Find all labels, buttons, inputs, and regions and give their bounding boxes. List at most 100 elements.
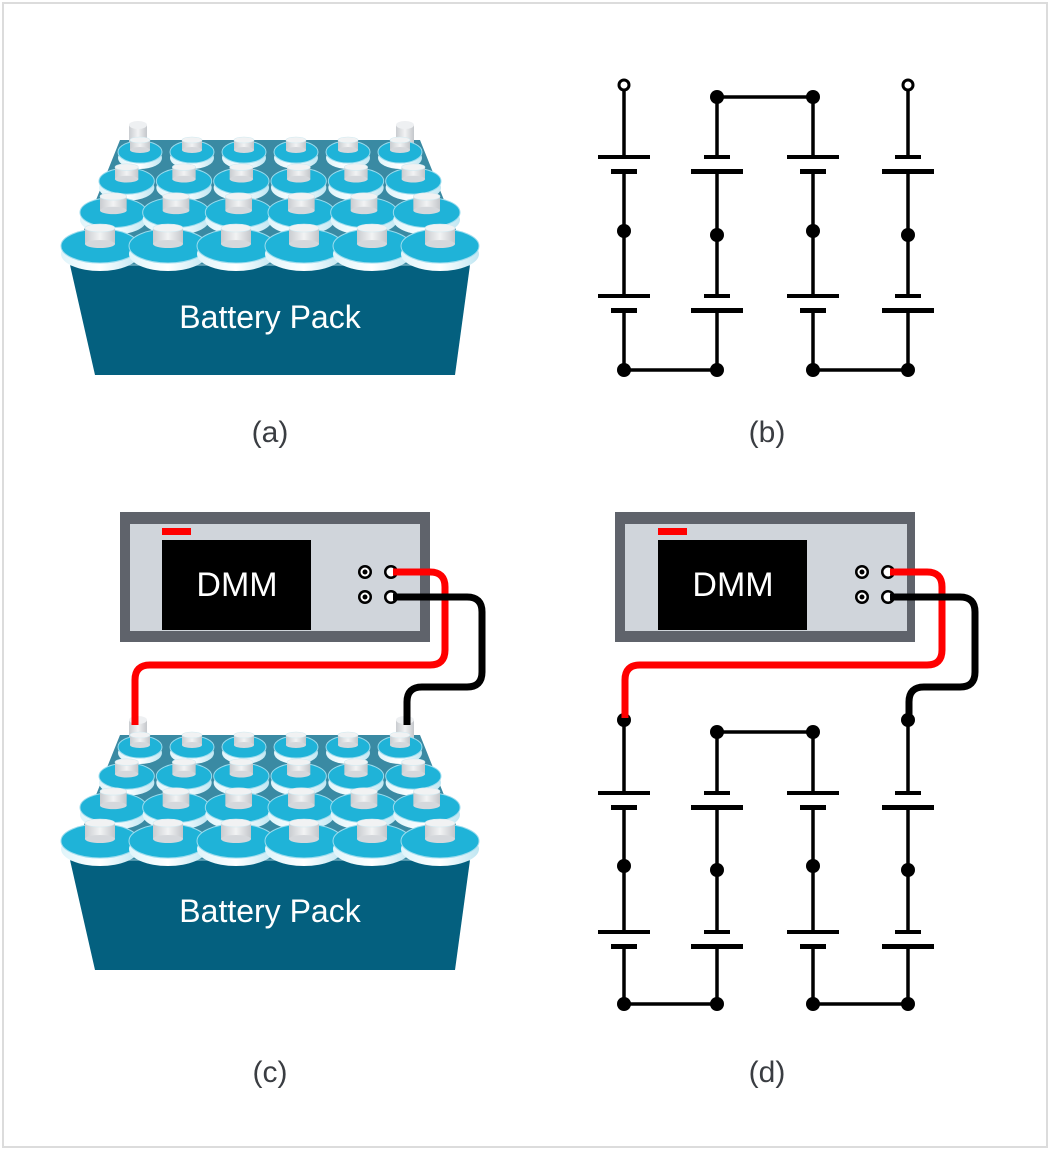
junction-dot: [710, 863, 724, 877]
negative-lead-black[interactable]: [393, 593, 486, 725]
cell-cap: [390, 735, 410, 745]
cell-cap-top: [413, 787, 441, 796]
cell-cap-top: [162, 787, 190, 796]
battery-cell: [128, 223, 208, 271]
cell-cap-bottom: [289, 240, 319, 248]
cell-cap-bottom: [286, 742, 306, 748]
cell-cap: [225, 791, 252, 806]
cell-plate: [787, 155, 839, 159]
dmm-label: DMM: [196, 566, 277, 604]
cell-cap: [289, 823, 319, 839]
battery-cell: [400, 818, 480, 866]
cell-cap-top: [114, 163, 139, 171]
cell-cap-bottom: [153, 240, 183, 248]
battery-cell: [169, 731, 215, 764]
junction-dot: [617, 859, 631, 873]
cell-plate: [895, 155, 921, 159]
cell-cap: [221, 823, 251, 839]
battery-cell: [332, 818, 412, 866]
caption-b: (b): [749, 416, 786, 449]
cell-cap-top: [99, 192, 127, 201]
cell-cap-bottom: [390, 147, 410, 153]
battery-cell: [98, 758, 155, 796]
cell-cap: [100, 791, 127, 806]
cell-cap-top: [288, 223, 320, 233]
cell-cap-bottom: [288, 801, 315, 810]
cell-cap-bottom: [234, 742, 254, 748]
cell-cap: [288, 196, 315, 211]
positive-lead-red[interactable]: [131, 568, 449, 725]
cell-cap-bottom: [287, 770, 311, 778]
series-parallel-schematic-b: [598, 78, 934, 377]
cell-cap-top: [84, 223, 116, 233]
battery-cell: [327, 758, 385, 796]
cell-plate: [787, 791, 839, 795]
cell-cap: [162, 196, 190, 211]
cell-cap-top: [152, 818, 184, 828]
cell-cap-top: [225, 787, 253, 796]
cell-cap-top: [172, 163, 196, 171]
battery-cell: [117, 136, 163, 169]
battery-cell: [273, 136, 319, 169]
junction-dot: [806, 725, 820, 739]
caption-c: (c): [253, 1056, 288, 1089]
cell-cap: [85, 823, 115, 839]
junction-dot: [710, 725, 724, 739]
pack-front: [70, 860, 470, 970]
battery-cell: [377, 136, 423, 169]
cell-cap: [425, 823, 455, 839]
cell-cap-top: [114, 758, 139, 766]
cell-cap: [182, 735, 202, 745]
cell-cap: [100, 196, 127, 211]
cell-cap-top: [424, 818, 456, 828]
cell-cap-bottom: [153, 835, 183, 843]
pack-terminal-top: [396, 121, 414, 129]
cell-cap-top: [287, 192, 315, 201]
caption-a: (a): [252, 416, 289, 449]
cell-cap-top: [286, 758, 311, 766]
cell-cap: [288, 791, 315, 806]
cell-cap-bottom: [350, 206, 378, 215]
battery-cell: [327, 163, 385, 201]
cell-cap-top: [288, 818, 320, 828]
cell-cap-bottom: [162, 206, 190, 215]
cell-cap-bottom: [130, 742, 150, 748]
cell-cap-bottom: [100, 801, 127, 810]
cell-cap: [338, 140, 358, 150]
cell-cap: [286, 140, 306, 150]
cell-cap-bottom: [344, 770, 368, 778]
battery-cell: [221, 136, 267, 169]
cell-cap-bottom: [338, 742, 358, 748]
cell-cap-bottom: [85, 835, 115, 843]
cell-plate: [704, 155, 730, 159]
cell-plate: [704, 791, 730, 795]
cell-cap: [221, 228, 251, 244]
cell-cap-bottom: [229, 175, 253, 183]
cell-cap-bottom: [357, 240, 387, 248]
junction-dot: [806, 859, 820, 873]
cell-cap-top: [181, 136, 203, 144]
cell-cap-top: [286, 163, 311, 171]
cell-cap: [357, 823, 387, 839]
cell-cap-top: [233, 136, 255, 144]
cell-cap: [350, 791, 378, 806]
cell-cap: [153, 823, 183, 839]
junction-dot: [617, 224, 631, 238]
battery-cell: [273, 731, 319, 764]
cell-cap: [234, 140, 254, 150]
battery-pack-a: [60, 121, 480, 375]
series-parallel-schematic-d: [598, 713, 934, 1011]
negative-lead-black[interactable]: [890, 593, 979, 718]
battery-cell: [169, 136, 215, 169]
cell-cap: [413, 196, 440, 211]
battery-cell: [196, 818, 276, 866]
positive-lead-red[interactable]: [621, 568, 946, 718]
dmm-screen: [658, 540, 807, 630]
cell-cap-bottom: [182, 742, 202, 748]
junction-dot: [901, 228, 915, 242]
cell-cap-bottom: [344, 175, 368, 183]
battery-cell: [325, 731, 371, 764]
cell-cap: [225, 196, 252, 211]
battery-pack-c: [60, 716, 480, 970]
